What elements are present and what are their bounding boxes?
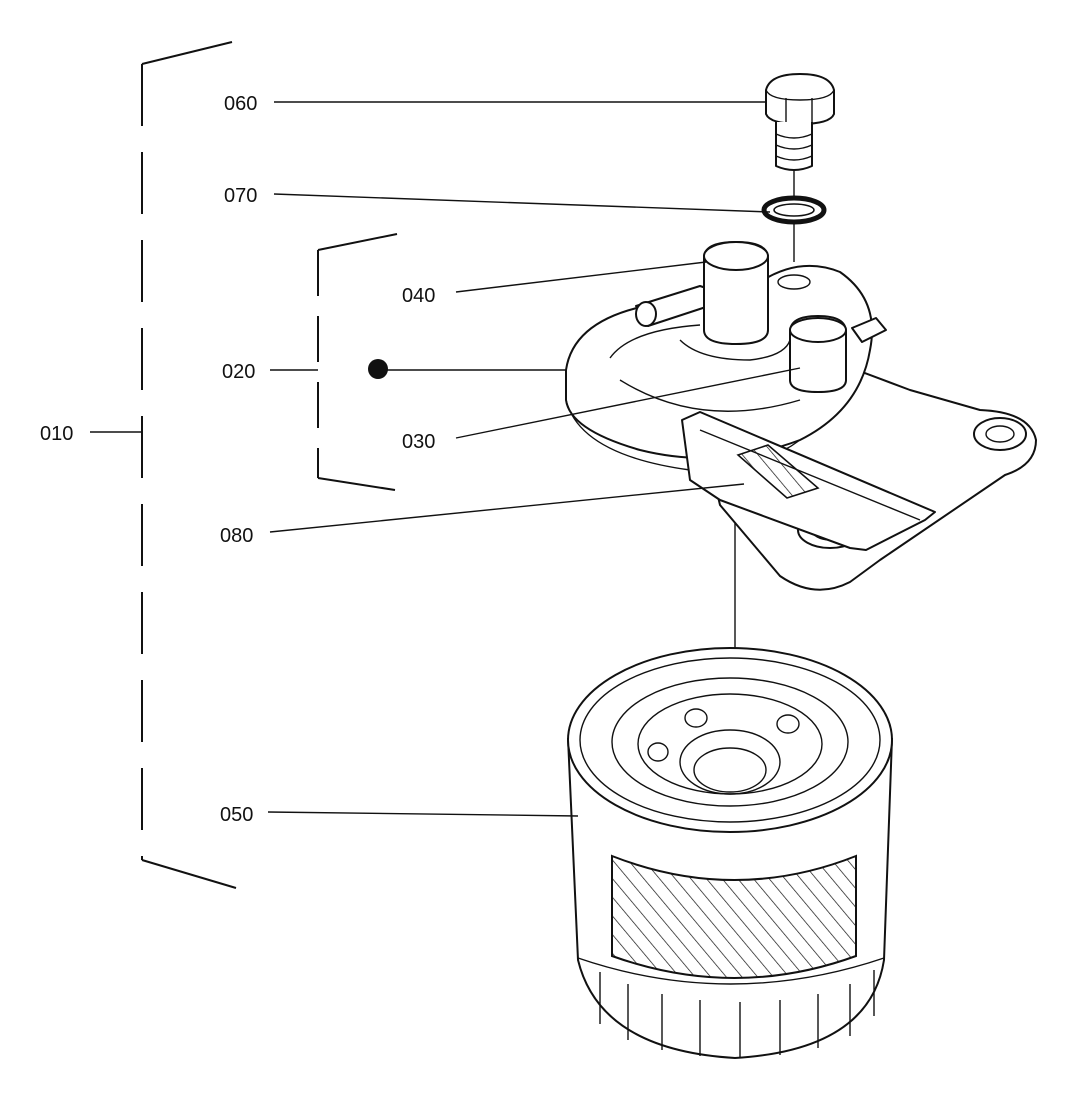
filter-cartridge-050 (567, 647, 893, 1059)
callout-040: 040 (402, 285, 435, 307)
callout-060: 060 (224, 93, 257, 115)
washer-070 (761, 195, 827, 225)
subassembly-dot-marker (368, 359, 388, 379)
subassembly-bracket-020 (317, 233, 398, 491)
callout-080: 080 (220, 525, 253, 547)
assembly-bracket-010 (141, 41, 237, 889)
callout-070: 070 (224, 185, 257, 207)
filter-head-020 (565, 241, 1037, 591)
leader-lines (90, 101, 801, 817)
callout-010: 010 (40, 423, 73, 445)
callout-050: 050 (220, 804, 253, 826)
callout-020: 020 (222, 361, 255, 383)
bolt-060 (765, 73, 835, 171)
callout-030: 030 (402, 431, 435, 453)
